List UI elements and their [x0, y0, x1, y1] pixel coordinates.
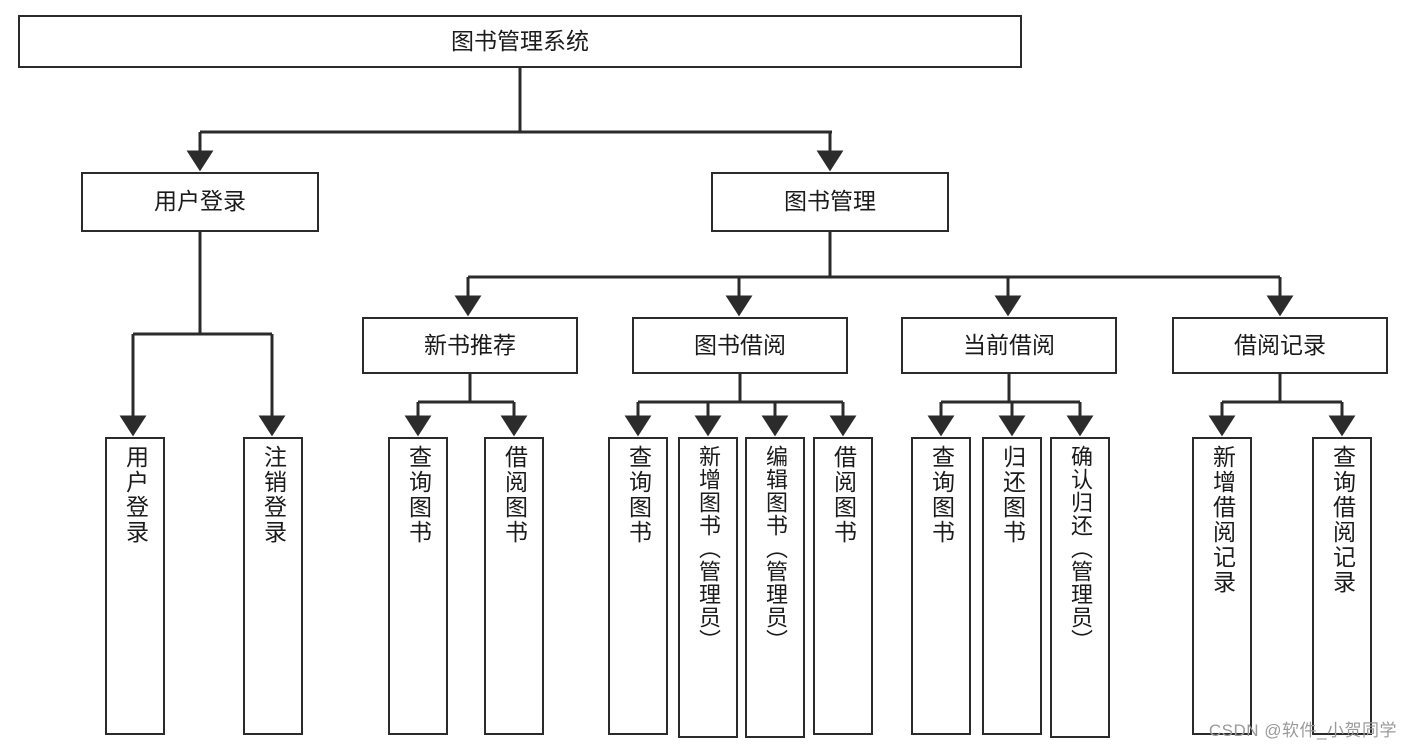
node-leaf-query-borrow-record[interactable]: 查询借阅记录 [1312, 437, 1372, 735]
csdn-watermark: CSDN @软件_小贺同学 [1208, 721, 1397, 740]
node-leaf-query-book-2[interactable]: 查询图书 [608, 437, 668, 735]
node-book-borrow[interactable]: 图书借阅 [632, 317, 848, 374]
node-leaf-logout-login[interactable]: 注销登录 [243, 437, 303, 735]
node-current-borrow-label: 当前借阅 [963, 331, 1055, 358]
node-leaf-user-login[interactable]: 用户登录 [105, 437, 165, 735]
node-leaf-borrow-book-1-label: 借阅图书 [501, 445, 528, 545]
node-leaf-edit-book-admin[interactable]: 编辑图书（管理员） [745, 437, 805, 738]
node-leaf-add-borrow-record-label: 新增借阅记录 [1209, 445, 1236, 595]
node-new-book-recommend[interactable]: 新书推荐 [362, 317, 578, 374]
node-new-book-recommend-label: 新书推荐 [424, 331, 516, 358]
node-leaf-confirm-return[interactable]: 确认归还（管理员） [1050, 437, 1110, 738]
node-root-label: 图书管理系统 [451, 27, 589, 54]
node-leaf-query-book-1-label: 查询图书 [405, 445, 432, 545]
node-leaf-edit-book-admin-label: 编辑图书（管理员） [763, 445, 788, 652]
node-user-login[interactable]: 用户登录 [81, 172, 319, 232]
node-book-borrow-label: 图书借阅 [694, 331, 786, 358]
node-leaf-return-book-label: 归还图书 [999, 445, 1026, 545]
node-borrow-record[interactable]: 借阅记录 [1172, 317, 1388, 374]
node-leaf-logout-login-label: 注销登录 [260, 445, 287, 545]
node-book-manage-label: 图书管理 [784, 188, 876, 215]
node-borrow-record-label: 借阅记录 [1234, 331, 1326, 358]
node-leaf-borrow-book-1[interactable]: 借阅图书 [484, 437, 544, 735]
node-leaf-borrow-book-2[interactable]: 借阅图书 [813, 437, 873, 735]
node-leaf-query-book-1[interactable]: 查询图书 [388, 437, 448, 735]
node-current-borrow[interactable]: 当前借阅 [901, 317, 1117, 374]
node-leaf-add-book-admin[interactable]: 新增图书（管理员） [678, 437, 738, 738]
node-book-manage[interactable]: 图书管理 [711, 172, 949, 232]
node-leaf-add-borrow-record[interactable]: 新增借阅记录 [1192, 437, 1252, 735]
node-leaf-user-login-label: 用户登录 [122, 445, 149, 545]
node-user-login-label: 用户登录 [154, 188, 246, 215]
node-root[interactable]: 图书管理系统 [18, 15, 1022, 68]
node-leaf-return-book[interactable]: 归还图书 [982, 437, 1042, 735]
node-leaf-query-book-3-label: 查询图书 [928, 445, 955, 545]
node-leaf-confirm-return-label: 确认归还（管理员） [1068, 445, 1093, 652]
node-leaf-query-book-3[interactable]: 查询图书 [911, 437, 971, 735]
node-leaf-query-borrow-record-label: 查询借阅记录 [1329, 445, 1356, 595]
node-leaf-borrow-book-2-label: 借阅图书 [830, 445, 857, 545]
node-leaf-query-book-2-label: 查询图书 [625, 445, 652, 545]
node-leaf-add-book-admin-label: 新增图书（管理员） [696, 445, 721, 652]
